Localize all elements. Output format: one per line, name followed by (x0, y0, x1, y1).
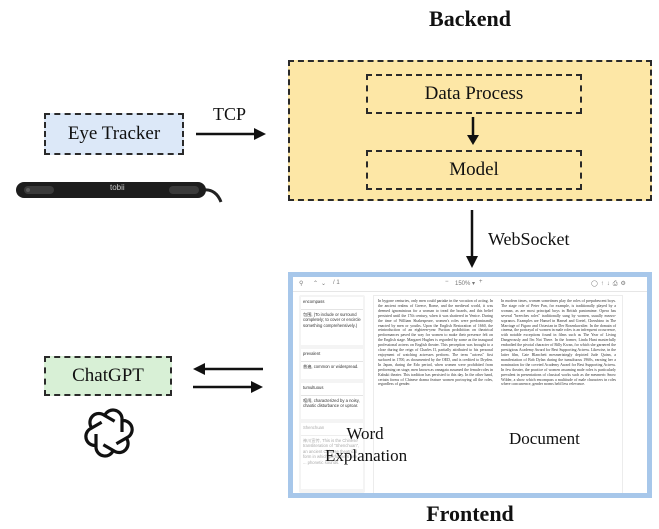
word-definition: 普遍, common or widespread. (303, 363, 359, 369)
eye-tracker-device: tobii (14, 178, 224, 204)
tcp-arrow (196, 128, 266, 140)
tobii-device-icon (16, 182, 223, 203)
zoom-select[interactable]: 150% ▾ (455, 281, 476, 287)
zoom-out-icon[interactable]: − (445, 279, 449, 285)
word-term: Shenchuan (301, 423, 363, 436)
data-process-box: Data Process (366, 74, 582, 114)
toolbar-actions-icon[interactable]: ◯↑↓⎙⚙ (591, 281, 629, 287)
document-label: Document (509, 429, 580, 448)
word-explanation-label: Word Explanation (325, 424, 408, 465)
document-column-right: In modern times, women sometimes play th… (501, 299, 616, 387)
word-definition: 神川宣传, This is the Chinese transliteratio… (303, 437, 360, 465)
websocket-arrow (466, 210, 478, 268)
backend-container (288, 60, 652, 201)
chevron-up-icon[interactable]: ⌃ (313, 281, 319, 287)
eye-tracker-box: Eye Tracker (44, 113, 184, 155)
zoom-in-icon[interactable]: + (479, 279, 483, 285)
frontend-title: Frontend (426, 501, 514, 526)
chatgpt-exchange-arrows (193, 363, 263, 393)
chatgpt-label: ChatGPT (72, 365, 144, 386)
document-page: In bygone centuries, only men could part… (373, 295, 623, 493)
word-term: encompass (301, 297, 363, 310)
word-card[interactable]: tumultuous 喧闹, characterized by a noisy,… (301, 383, 363, 419)
chevron-down-icon[interactable]: ⌄ (321, 281, 327, 287)
search-icon[interactable]: ⚲ (299, 281, 304, 287)
word-definition: 喧闹, characterized by a noisy, chaotic di… (303, 397, 360, 409)
word-card[interactable]: prevalent 普遍, common or widespread. (301, 349, 363, 379)
document-column-left: In bygone centuries, only men could part… (378, 299, 493, 387)
backend-title: Backend (429, 6, 511, 31)
openai-logo-icon (84, 408, 134, 458)
viewer-toolbar: ⚲ ⌃ ⌄ / 1 − 150% ▾ + ◯↑↓⎙⚙ (293, 277, 647, 292)
eye-tracker-label: Eye Tracker (67, 123, 161, 144)
tcp-label: TCP (213, 104, 247, 124)
word-sidebar: encompass 包围, (To include or surround co… (299, 295, 365, 493)
websocket-label: WebSocket (488, 229, 570, 249)
word-term: tumultuous (301, 383, 363, 396)
process-to-model-arrow (467, 117, 479, 145)
data-process-label: Data Process (424, 83, 524, 104)
model-label: Model (449, 159, 499, 180)
word-term: prevalent (301, 349, 363, 362)
model-box: Model (366, 150, 582, 190)
word-definition: 包围, (To include or surround completely; … (303, 311, 361, 328)
page-indicator: / 1 (333, 280, 340, 286)
word-card[interactable]: Shenchuan 神川宣传, This is the Chinese tran… (301, 423, 363, 489)
frontend-screen: ⚲ ⌃ ⌄ / 1 − 150% ▾ + ◯↑↓⎙⚙ encompass 包围,… (288, 272, 652, 498)
tobii-logo: tobii (110, 183, 125, 192)
chatgpt-box: ChatGPT (44, 356, 172, 396)
word-card[interactable]: encompass 包围, (To include or surround co… (301, 297, 363, 345)
